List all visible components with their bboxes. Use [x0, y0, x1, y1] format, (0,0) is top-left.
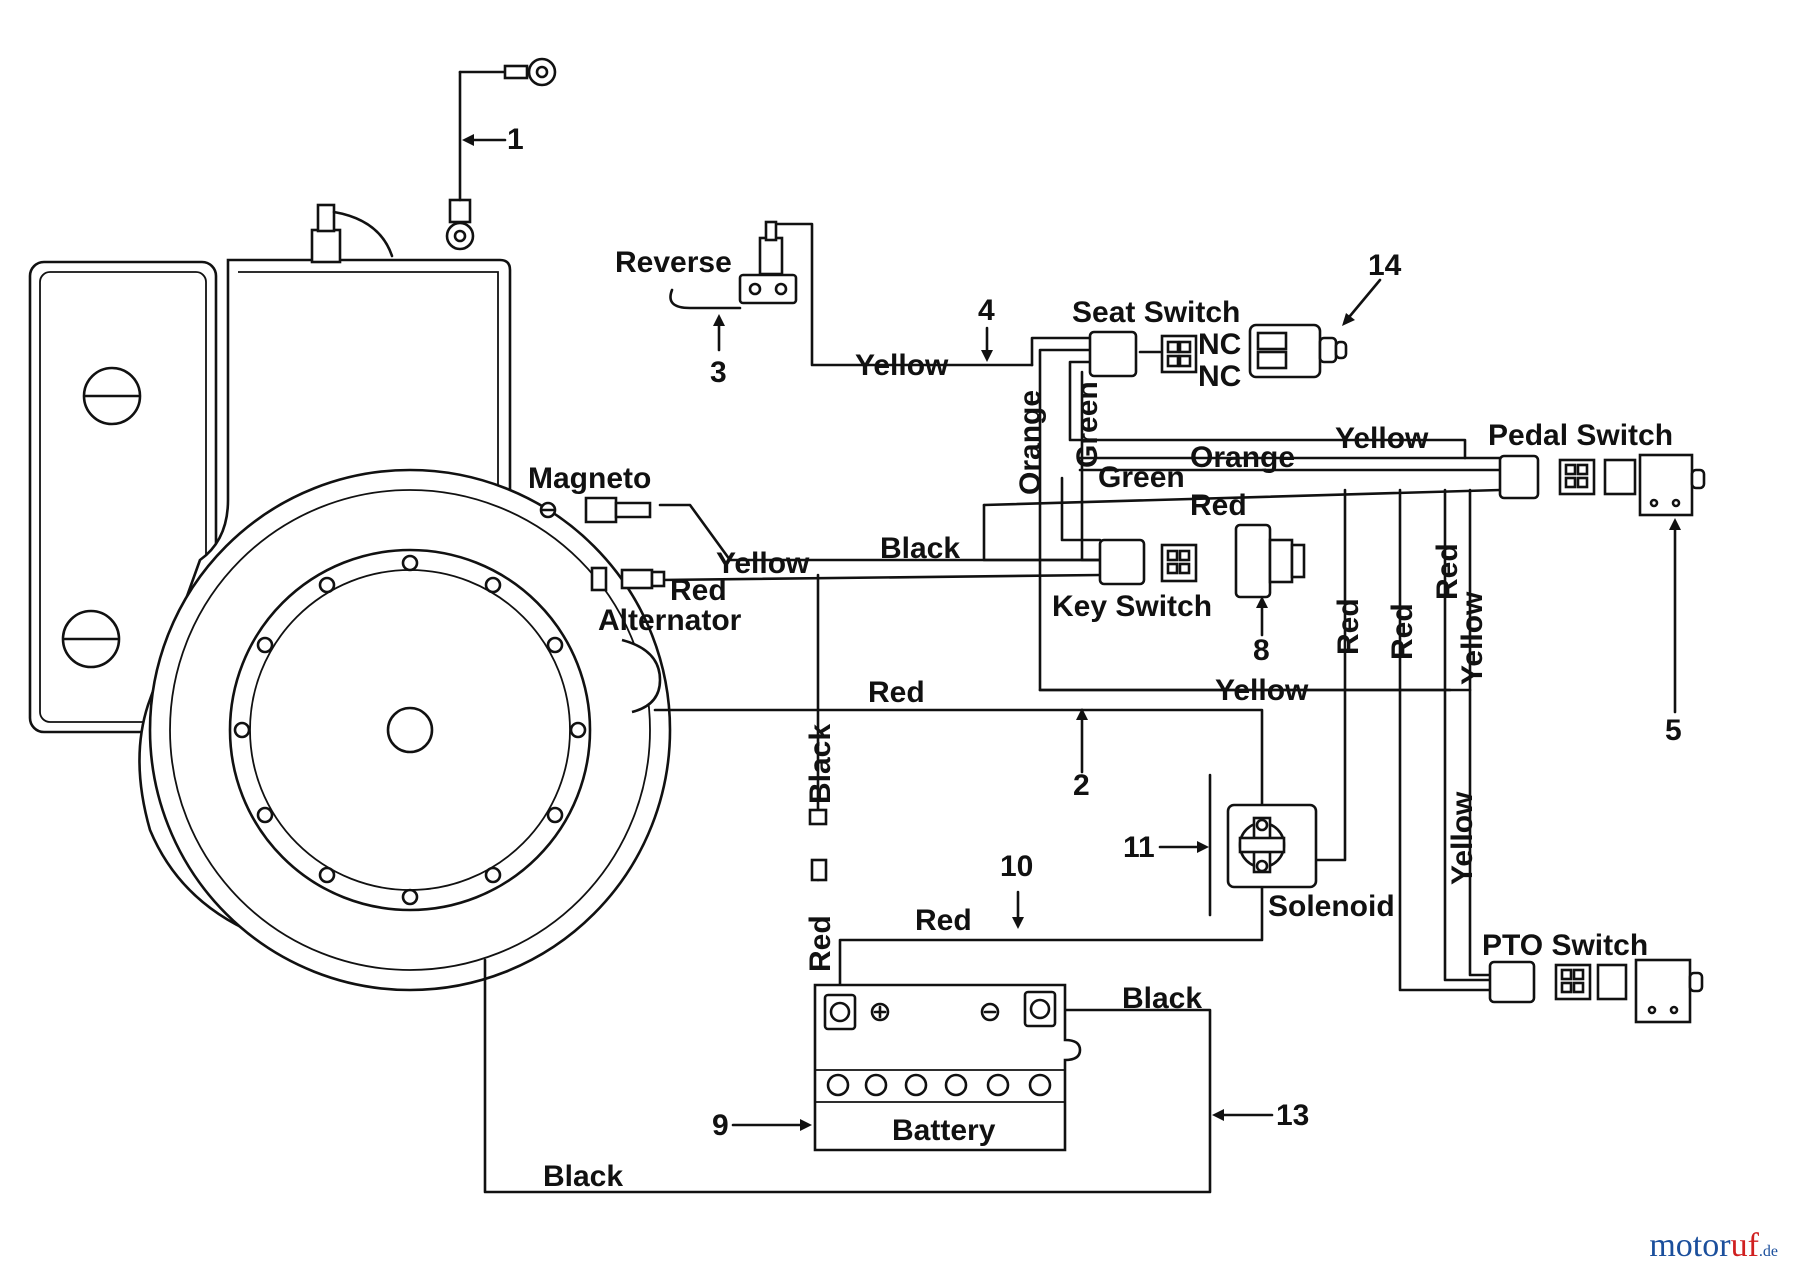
callout-10: 10	[1000, 850, 1033, 883]
callout-13: 13	[1276, 1099, 1309, 1132]
wire-label-yellow-magneto: Yellow	[716, 547, 810, 580]
wire-label-red-alternator: Red	[670, 574, 727, 607]
ground-lead	[445, 57, 557, 251]
wire-label-green-pedal: Green	[1098, 461, 1185, 494]
wire-label-red-vert-1: Red	[1332, 598, 1365, 655]
engine	[28, 203, 672, 992]
label-battery: Battery	[892, 1114, 996, 1147]
watermark-part2: uf	[1730, 1227, 1759, 1264]
watermark: motoruf.de	[1649, 1227, 1778, 1265]
alternator-connector	[590, 566, 666, 592]
label-nc-bottom: NC	[1198, 360, 1241, 393]
wire-label-red-solenoid: Red	[868, 676, 925, 709]
battery	[813, 983, 1082, 1152]
callout-11: 11	[1123, 831, 1155, 864]
label-key-switch: Key Switch	[1052, 590, 1212, 623]
wire-label-black-battery: Black	[1122, 982, 1202, 1015]
magneto-connector	[539, 496, 652, 524]
screw-icon	[82, 366, 142, 426]
callout-3: 3	[710, 356, 727, 389]
callout-14: 14	[1368, 249, 1402, 282]
label-magneto: Magneto	[528, 462, 651, 495]
pto-switch	[1488, 958, 1704, 1024]
watermark-part3: .de	[1758, 1243, 1778, 1260]
wire-label-red-battery: Red	[915, 904, 972, 937]
wire-label-black-vertical: Black	[804, 724, 837, 804]
solenoid	[1208, 773, 1318, 917]
wire-label-red-battery-vert: Red	[804, 915, 837, 972]
pedal-switch	[1498, 453, 1706, 517]
wire-label-yellow-pedal: Yellow	[1335, 422, 1429, 455]
wire-label-black-key: Black	[880, 532, 960, 565]
wire-label-yellow-reverse: Yellow	[855, 349, 949, 382]
watermark-part1: motor	[1649, 1227, 1731, 1264]
label-pedal-switch: Pedal Switch	[1488, 419, 1673, 452]
callout-2: 2	[1073, 769, 1090, 802]
wire-label-yellow-vert-2: Yellow	[1446, 791, 1479, 885]
callout-9: 9	[712, 1109, 729, 1142]
label-reverse: Reverse	[615, 246, 732, 279]
bolt-ring	[233, 554, 587, 906]
seat-switch-connector	[1088, 323, 1348, 379]
label-seat-switch: Seat Switch	[1072, 296, 1240, 329]
spark-plug-icon	[310, 203, 394, 264]
label-solenoid: Solenoid	[1268, 890, 1395, 923]
callout-4: 4	[978, 294, 995, 327]
callout-arrows	[462, 134, 1681, 1131]
wire-label-yellow-mid: Yellow	[1215, 674, 1309, 707]
screw-icon	[61, 609, 121, 669]
callout-5: 5	[1665, 714, 1682, 747]
label-pto-switch: PTO Switch	[1482, 929, 1648, 962]
callout-1: 1	[507, 123, 524, 156]
label-alternator: Alternator	[598, 604, 742, 637]
key-switch	[1098, 523, 1306, 599]
label-nc-top: NC	[1198, 328, 1241, 361]
wire-label-red-vert-2: Red	[1386, 603, 1419, 660]
wire-label-orange-vertical: Orange	[1014, 390, 1047, 495]
wire-label-green-vertical: Green	[1071, 381, 1104, 468]
callout-8: 8	[1253, 634, 1270, 667]
wire-label-orange-pedal: Orange	[1190, 441, 1295, 474]
reverse-switch	[669, 220, 798, 310]
wire-label-red-vert-3: Red	[1431, 543, 1464, 600]
wire-label-red-top: Red	[1190, 489, 1247, 522]
wire-label-black-bottom: Black	[543, 1160, 623, 1193]
wire-label-yellow-vert-1: Yellow	[1456, 591, 1489, 685]
